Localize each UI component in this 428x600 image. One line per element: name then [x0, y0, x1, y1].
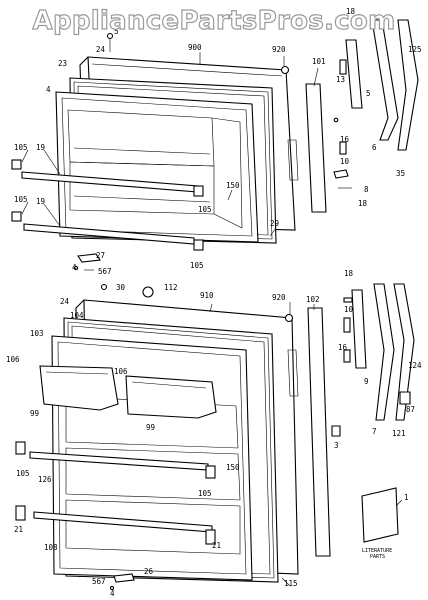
part-label: 7	[372, 427, 377, 436]
part-label: 99	[146, 423, 155, 432]
part-label: 10	[340, 157, 350, 166]
part-label: 10	[344, 305, 354, 314]
part-label: 19	[36, 197, 45, 206]
part-label: 106	[6, 355, 20, 364]
part-label: 4	[72, 263, 77, 272]
freezer-door-assembly	[11, 32, 327, 271]
part-label: 920	[272, 293, 286, 302]
part-label: 150	[226, 463, 240, 472]
part-label: 18	[346, 7, 356, 16]
part-label: 108	[44, 543, 58, 552]
part-label: 106	[114, 367, 128, 376]
part-label: 24	[60, 297, 70, 306]
part-label: 104	[70, 311, 84, 320]
part-label: 105	[190, 261, 204, 270]
part-label: 105	[14, 143, 28, 152]
part-label: 125	[408, 45, 422, 54]
part-label: 150	[226, 181, 240, 190]
part-label: 105	[198, 205, 212, 214]
watermark-text: AppliancePartsPros.com	[32, 5, 396, 36]
part-label: 21	[14, 525, 23, 534]
part-label: 27	[96, 251, 105, 260]
part-label: 5	[366, 89, 371, 98]
part-label: 6	[372, 143, 377, 152]
part-label: 112	[164, 283, 178, 292]
part-label: 16	[338, 343, 348, 352]
part-label: 1	[404, 493, 409, 502]
part-label: PARTS	[370, 554, 385, 560]
part-label: 105	[16, 469, 30, 478]
part-label: 920	[272, 45, 286, 54]
part-label: 567	[92, 577, 106, 586]
upper-hinge-assembly	[333, 19, 419, 189]
part-label: 910	[200, 291, 214, 300]
part-label: 124	[408, 361, 422, 370]
part-label: 115	[284, 579, 298, 588]
part-label: 5	[114, 27, 119, 36]
part-label: 126	[38, 475, 52, 484]
part-label: 3	[334, 441, 339, 450]
part-label: 19	[36, 143, 45, 152]
part-label: 105	[198, 489, 212, 498]
part-label: LITERATURE	[362, 548, 392, 554]
part-label: 105	[14, 195, 28, 204]
part-label: 9	[364, 377, 369, 386]
part-label: 21	[212, 541, 221, 550]
part-label: 18	[358, 199, 368, 208]
part-label: 24	[96, 45, 106, 54]
part-label: 23	[58, 59, 67, 68]
part-number-labels: 5 900 920 24 23 4 101 105 19 105 19 150 …	[6, 7, 422, 598]
part-label: 103	[30, 329, 44, 338]
fresh-food-door-assembly	[15, 283, 399, 591]
part-label: 16	[340, 135, 350, 144]
part-label: 102	[306, 295, 320, 304]
part-label: 900	[188, 43, 202, 52]
leader-lines	[21, 52, 403, 587]
part-label: 101	[312, 57, 326, 66]
part-label: 4	[110, 589, 115, 598]
part-label: 121	[392, 429, 406, 438]
part-label: 18	[344, 269, 354, 278]
lower-hinge-assembly	[343, 283, 415, 421]
part-label: 26	[144, 567, 154, 576]
part-label: 30	[116, 283, 126, 292]
part-label: 99	[30, 409, 39, 418]
part-label: 567	[98, 267, 112, 276]
part-label: 29	[270, 219, 279, 228]
part-label: 4	[46, 85, 51, 94]
part-label: 87	[406, 405, 415, 414]
part-label: 8	[364, 185, 369, 194]
part-label: 35	[396, 169, 405, 178]
part-label: 13	[336, 75, 345, 84]
